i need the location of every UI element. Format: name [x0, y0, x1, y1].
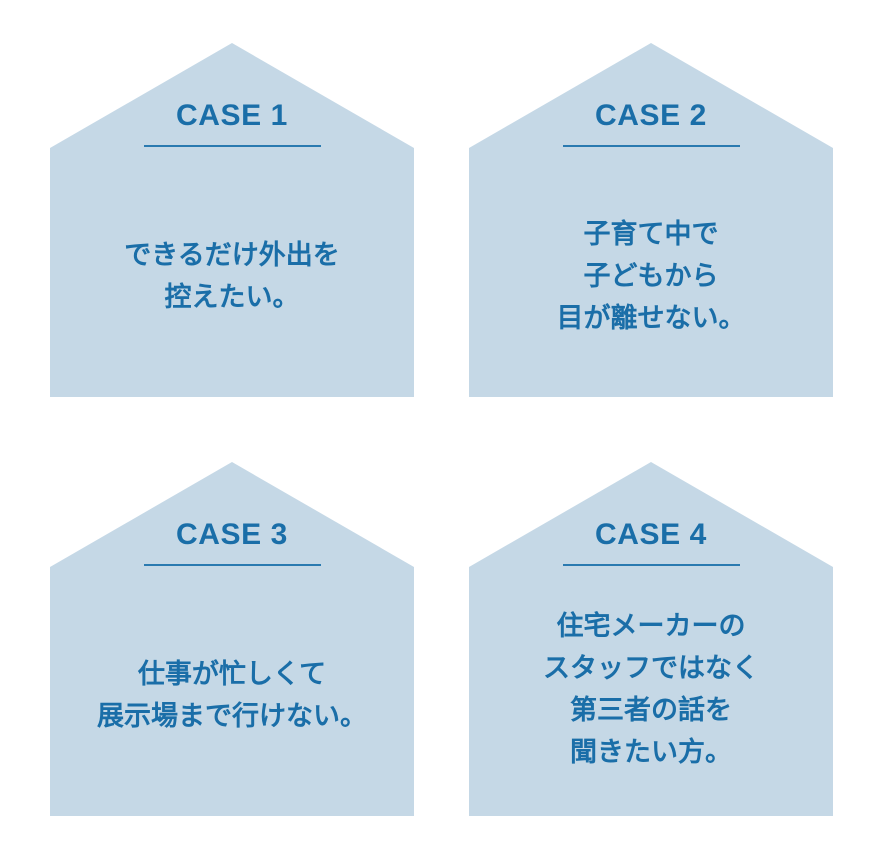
case-card-1: CASE 1 できるだけ外出を 控えたい。 [50, 43, 414, 397]
case-body-text: 住宅メーカーの スタッフではなく 第三者の話を 聞きたい方。 [469, 576, 833, 816]
case-body-line: 住宅メーカーの [556, 610, 746, 641]
case-body-text: できるだけ外出を 控えたい。 [50, 169, 414, 397]
case-body-line: できるだけ外出を [124, 239, 340, 270]
case-body-line: スタッフではなく [543, 652, 759, 683]
case-heading: CASE 1 [176, 99, 288, 132]
case-heading-divider [562, 145, 740, 147]
case-heading: CASE 4 [595, 518, 707, 551]
case-heading-divider [143, 564, 321, 566]
case-heading: CASE 2 [595, 99, 707, 132]
case-body-line: 仕事が忙しくて [137, 658, 327, 689]
case-body-line: 控えたい。 [164, 282, 300, 312]
case-body-line: 目が離せない。 [556, 303, 746, 334]
case-card-3: CASE 3 仕事が忙しくて 展示場まで行けない。 [50, 462, 414, 816]
case-body-line: 聞きたい方。 [570, 737, 732, 768]
case-heading: CASE 3 [176, 518, 288, 551]
case-heading-divider [562, 564, 740, 566]
case-body-line: 子育て中で [583, 218, 719, 249]
case-card-2: CASE 2 子育て中で 子どもから 目が離せない。 [469, 43, 833, 397]
case-body-line: 展示場まで行けない。 [97, 701, 367, 731]
case-body-text: 仕事が忙しくて 展示場まで行けない。 [50, 588, 414, 816]
case-body-line: 子どもから [583, 260, 719, 291]
case-body-line: 第三者の話を [570, 695, 732, 725]
case-card-4: CASE 4 住宅メーカーの スタッフではなく 第三者の話を 聞きたい方。 [469, 462, 833, 816]
case-body-text: 子育て中で 子どもから 目が離せない。 [469, 169, 833, 397]
case-heading-divider [143, 145, 321, 147]
